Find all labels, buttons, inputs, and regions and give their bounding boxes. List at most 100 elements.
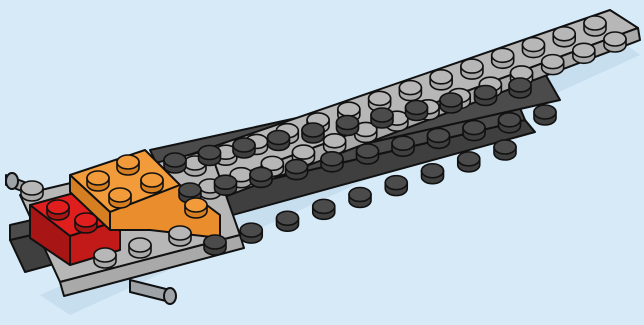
dark-plate-front-stud-top bbox=[385, 176, 407, 190]
light-plate-stud-top bbox=[492, 48, 514, 62]
dark-plate-stud bbox=[534, 105, 556, 125]
orange-stud bbox=[87, 171, 109, 191]
dark-plate-stud bbox=[509, 78, 531, 98]
dark-plate-front-stud-top bbox=[204, 235, 226, 249]
dark-plate-stud bbox=[321, 152, 343, 172]
light-plate-stud-top bbox=[369, 91, 391, 105]
front-plate-stud bbox=[169, 226, 191, 246]
front-plate-stud-top bbox=[94, 248, 116, 262]
dark-plate-stud-top bbox=[371, 108, 393, 122]
dark-plate-front-stud bbox=[422, 164, 444, 184]
orange-stud-top bbox=[185, 198, 207, 212]
light-plate-stud-top bbox=[338, 102, 360, 116]
left-pin-cap bbox=[6, 173, 18, 189]
orange-stud-top bbox=[141, 173, 163, 187]
dark-plate-stud bbox=[440, 93, 462, 113]
light-plate-stud bbox=[584, 16, 606, 36]
dark-plate-stud bbox=[371, 108, 393, 128]
dark-plate-front-stud bbox=[349, 188, 371, 208]
dark-plate-stud-top bbox=[509, 78, 531, 92]
dark-plate-stud bbox=[392, 136, 414, 156]
light-plate-stud bbox=[553, 27, 575, 47]
dark-plate-stud-top bbox=[179, 183, 201, 197]
light-plate-stud-top bbox=[461, 59, 483, 73]
dark-plate-stud bbox=[463, 121, 485, 141]
dark-plate-front-stud-top bbox=[458, 152, 480, 166]
dark-plate-stud bbox=[164, 153, 186, 173]
front-plate-stud bbox=[21, 181, 43, 201]
front-plate-stud-top bbox=[21, 181, 43, 195]
dark-plate-front-stud bbox=[204, 235, 226, 255]
light-plate-stud-top bbox=[573, 43, 595, 57]
dark-plate-stud-top bbox=[406, 101, 428, 115]
dark-plate-front-stud-top bbox=[313, 199, 335, 213]
dark-plate-stud bbox=[428, 128, 450, 148]
light-plate-stud-top bbox=[399, 81, 421, 95]
dark-plate-front-stud-top bbox=[240, 223, 262, 237]
front-plate-stud bbox=[94, 248, 116, 268]
dark-plate-stud-top bbox=[233, 138, 255, 152]
orange-stud bbox=[141, 173, 163, 193]
dark-plate-stud-top bbox=[534, 105, 556, 119]
bottom-pin-cap bbox=[164, 288, 176, 304]
dark-plate-front-stud-top bbox=[494, 140, 516, 154]
dark-plate-stud-top bbox=[250, 167, 272, 181]
dark-plate-stud bbox=[302, 123, 324, 143]
light-plate-stud-top bbox=[542, 55, 564, 69]
dark-plate-stud-top bbox=[475, 86, 497, 100]
dark-plate-stud bbox=[286, 160, 308, 180]
light-plate-stud-top bbox=[292, 145, 314, 159]
red-stud bbox=[47, 200, 69, 220]
dark-plate-front-stud bbox=[313, 199, 335, 219]
dark-plate-stud bbox=[499, 113, 521, 133]
dark-plate-stud bbox=[357, 144, 379, 164]
red-stud-top bbox=[47, 200, 69, 214]
front-plate-stud bbox=[129, 238, 151, 258]
dark-plate-stud-top bbox=[392, 136, 414, 150]
dark-plate-stud-top bbox=[215, 175, 237, 189]
dark-plate-stud bbox=[337, 116, 359, 136]
dark-plate-stud-top bbox=[357, 144, 379, 158]
dark-plate-stud-top bbox=[286, 160, 308, 174]
light-plate-stud bbox=[430, 70, 452, 90]
light-plate-stud-top bbox=[584, 16, 606, 30]
dark-plate-stud bbox=[250, 167, 272, 187]
dark-plate-stud-top bbox=[268, 131, 290, 145]
dark-plate-front-stud bbox=[494, 140, 516, 160]
light-plate-stud bbox=[604, 32, 626, 52]
front-plate-stud-top bbox=[129, 238, 151, 252]
orange-stud-top bbox=[87, 171, 109, 185]
light-plate-stud bbox=[399, 81, 421, 101]
orange-stud-top bbox=[109, 188, 131, 202]
dark-plate-stud bbox=[475, 86, 497, 106]
dark-plate-stud-top bbox=[463, 121, 485, 135]
dark-plate-stud-top bbox=[440, 93, 462, 107]
red-stud bbox=[75, 213, 97, 233]
light-plate-stud-top bbox=[430, 70, 452, 84]
light-plate-stud-top bbox=[553, 27, 575, 41]
light-plate-stud bbox=[492, 48, 514, 68]
light-plate-stud-top bbox=[604, 32, 626, 46]
light-plate-stud bbox=[573, 43, 595, 63]
dark-plate-stud-top bbox=[321, 152, 343, 166]
dark-plate-stud bbox=[233, 138, 255, 158]
dark-plate-front-stud bbox=[277, 211, 299, 231]
red-stud-top bbox=[75, 213, 97, 227]
dark-plate-stud-top bbox=[302, 123, 324, 137]
orange-stud bbox=[109, 188, 131, 208]
dark-plate-front-stud bbox=[385, 176, 407, 196]
dark-plate-stud-top bbox=[499, 113, 521, 127]
light-plate-stud bbox=[542, 55, 564, 75]
dark-plate-front-stud-top bbox=[422, 164, 444, 178]
dark-plate-front-stud bbox=[240, 223, 262, 243]
dark-plate-stud-top bbox=[428, 128, 450, 142]
light-plate-stud-top bbox=[522, 38, 544, 52]
dark-plate-stud-top bbox=[199, 146, 221, 160]
dark-plate-stud-top bbox=[164, 153, 186, 167]
dark-plate-front-stud-top bbox=[277, 211, 299, 225]
dark-plate-front-stud-top bbox=[349, 188, 371, 202]
light-plate-stud-top bbox=[324, 134, 346, 148]
dark-plate-stud bbox=[215, 175, 237, 195]
dark-plate-stud bbox=[199, 146, 221, 166]
